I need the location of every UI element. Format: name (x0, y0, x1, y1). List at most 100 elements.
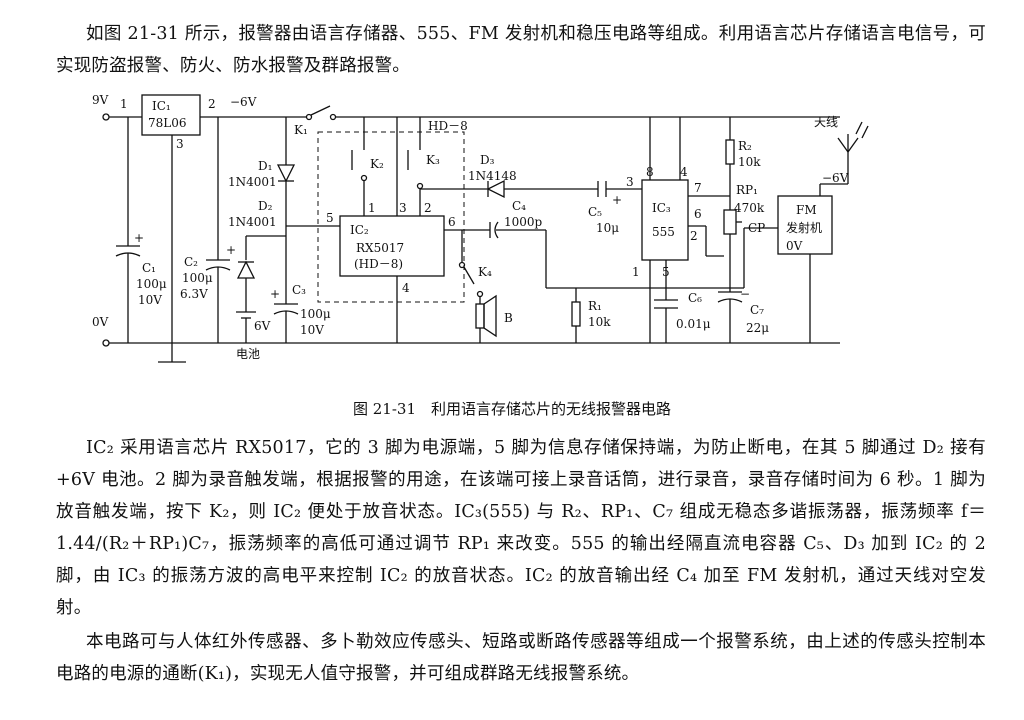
label-k3: K₃ (426, 153, 440, 167)
hd8-module-outline (317, 131, 465, 303)
d1-c3-branch (273, 117, 340, 343)
label-c1-plus: + (134, 231, 144, 245)
label-rp1: RP₁ (736, 183, 758, 197)
label-ic2-pin3: 3 (399, 201, 407, 215)
label-fm-line2: 发射机 (786, 220, 822, 235)
label-hd8: HD－8 (428, 119, 468, 133)
label-d3-part: 1N4148 (468, 169, 517, 183)
d3-diode (470, 179, 598, 199)
label-c5: C₅ (588, 205, 602, 219)
label-ic1-part: 78L06 (148, 116, 187, 130)
label-k1: K₁ (294, 123, 308, 137)
label-rp1-value: 470k (734, 201, 765, 215)
r1-resistor (571, 288, 581, 343)
label-d1: D₁ (258, 159, 272, 173)
label-ic3-part: 555 (652, 225, 675, 239)
label-ic2-pin4: 4 (402, 281, 410, 295)
label-d1-part: 1N4001 (228, 175, 277, 189)
label-c4: C₄ (512, 199, 526, 213)
intro-paragraph: 如图 21-31 所示，报警器由语言存储器、555、FM 发射机和稳压电路等组成… (56, 24, 986, 76)
label-d2-part: 1N4001 (228, 215, 277, 229)
antenna-icon (837, 121, 869, 153)
label-ic3-pin8: 8 (646, 165, 654, 179)
label-c3-value: 100μ (300, 307, 331, 321)
label-c5-plus: + (612, 193, 622, 207)
label-9v: 9V (92, 93, 109, 107)
label-ic3: IC₃ (652, 201, 671, 215)
label-neg6v-fm: −6V (822, 171, 849, 185)
label-ic2-pin2: 2 (424, 201, 432, 215)
label-ic2-part: RX5017 (356, 241, 404, 255)
label-ic3-pin6: 6 (694, 207, 702, 221)
ic1-regulator (141, 94, 284, 343)
body-paragraph-1: IC₂ 采用语言芯片 RX5017，它的 3 脚为电源端，5 脚为信息存储保持端… (56, 438, 986, 618)
label-c3-plus: + (270, 287, 280, 301)
d2-battery-branch (236, 235, 286, 343)
label-d2: D₂ (258, 199, 273, 213)
label-c1-value: 100μ (136, 277, 167, 291)
label-speaker: B (504, 311, 513, 325)
label-ic1: IC₁ (152, 99, 171, 113)
label-ic3-pin2: 2 (690, 229, 698, 243)
label-c2: C₂ (184, 255, 198, 269)
ic2-voice-chip (339, 215, 490, 343)
label-c5-value: 10μ (596, 221, 619, 235)
r2-rp1-c7 (717, 117, 743, 343)
label-ic2-pin5: 5 (326, 211, 334, 225)
label-r2-value: 10k (738, 155, 761, 169)
label-k2: K₂ (370, 157, 384, 171)
c1-capacitor (115, 117, 141, 343)
k1-switch (284, 105, 840, 121)
label-d3: D₃ (480, 153, 495, 167)
label-c6: C₆ (688, 291, 702, 305)
label-ic3-pin7: 7 (694, 181, 702, 195)
c2-capacitor (205, 117, 231, 343)
fm-transmitter (777, 152, 849, 343)
label-ic2: IC₂ (350, 223, 369, 237)
label-ic3-pin3: 3 (626, 175, 634, 189)
label-c4-value: 1000p (504, 215, 543, 229)
label-c1-rating: 10V (138, 293, 162, 307)
label-ic2-pin6: 6 (448, 215, 456, 229)
label-c7-minus: − (740, 287, 750, 301)
label-battery-voltage: 6V (254, 319, 271, 333)
rail-0v (102, 339, 840, 363)
label-c2-rating: 6.3V (180, 287, 208, 301)
label-c2-value: 100μ (182, 271, 213, 285)
label-fm-cp: CP (748, 221, 765, 235)
label-r1: R₁ (588, 299, 602, 313)
label-ic3-pin4: 4 (680, 165, 688, 179)
k2-k3-switches (351, 117, 470, 216)
label-c6-value: 0.01μ (676, 317, 711, 331)
label-ic1-pin3: 3 (176, 137, 184, 151)
label-c2-plus: + (226, 243, 236, 257)
label-neg6v-top: −6V (230, 95, 257, 109)
label-0v: 0V (92, 315, 109, 329)
label-ic2-sub: (HD－8) (354, 257, 403, 271)
label-ic2-pin1: 1 (368, 201, 376, 215)
label-ic1-pin2: 2 (208, 97, 216, 111)
label-r1-value: 10k (588, 315, 611, 329)
label-c7-value: 22μ (746, 321, 769, 335)
c4-capacitor (489, 221, 778, 289)
c6-capacitor (654, 299, 678, 343)
label-fm-0v: 0V (786, 239, 803, 253)
label-ic1-pin1: 1 (120, 97, 128, 111)
label-fm-line1: FM (796, 203, 817, 217)
circuit-schematic: 9V 0V IC₁ 78L06 1 2 3 −6V K₁ HD－8 K₂ K₃ … (92, 93, 869, 363)
body-paragraph-2: 本电路可与人体红外传感器、多卜勒效应传感头、短路或断路传感器等组成一个报警系统，… (56, 632, 986, 684)
figure-caption: 图 21-31 利用语言存储芯片的无线报警器电路 (352, 400, 671, 418)
label-ic3-pin5: 5 (662, 265, 670, 279)
label-r2: R₂ (738, 139, 752, 153)
rail-9v (102, 113, 142, 121)
label-c1: C₁ (142, 261, 156, 275)
label-k4: K₄ (478, 265, 492, 279)
c5-capacitor (597, 181, 642, 197)
label-battery: 电池 (236, 347, 260, 361)
k4-speaker (458, 261, 497, 343)
ic3-555-timer (641, 117, 730, 343)
label-antenna: 天线 (814, 115, 838, 129)
label-c7: C₇ (750, 303, 764, 317)
label-c3-rating: 10V (300, 323, 324, 337)
label-c3: C₃ (292, 283, 306, 297)
